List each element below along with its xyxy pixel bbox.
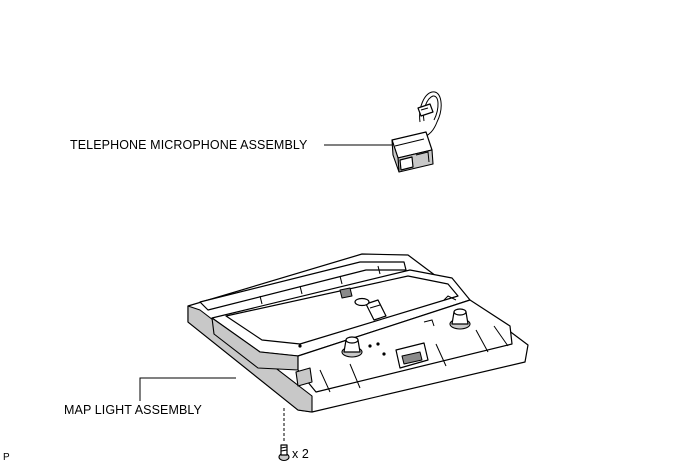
map-light-label: MAP LIGHT ASSEMBLY — [64, 403, 202, 417]
map-light-assembly — [187, 253, 529, 413]
screw-quantity-label: x 2 — [292, 447, 309, 461]
screw-icon — [278, 444, 290, 462]
telephone-microphone-label: TELEPHONE MICROPHONE ASSEMBLY — [70, 138, 308, 152]
map-light-leader-line — [139, 377, 236, 401]
telephone-microphone-assembly — [391, 91, 442, 173]
corner-code-label: P — [3, 452, 10, 463]
